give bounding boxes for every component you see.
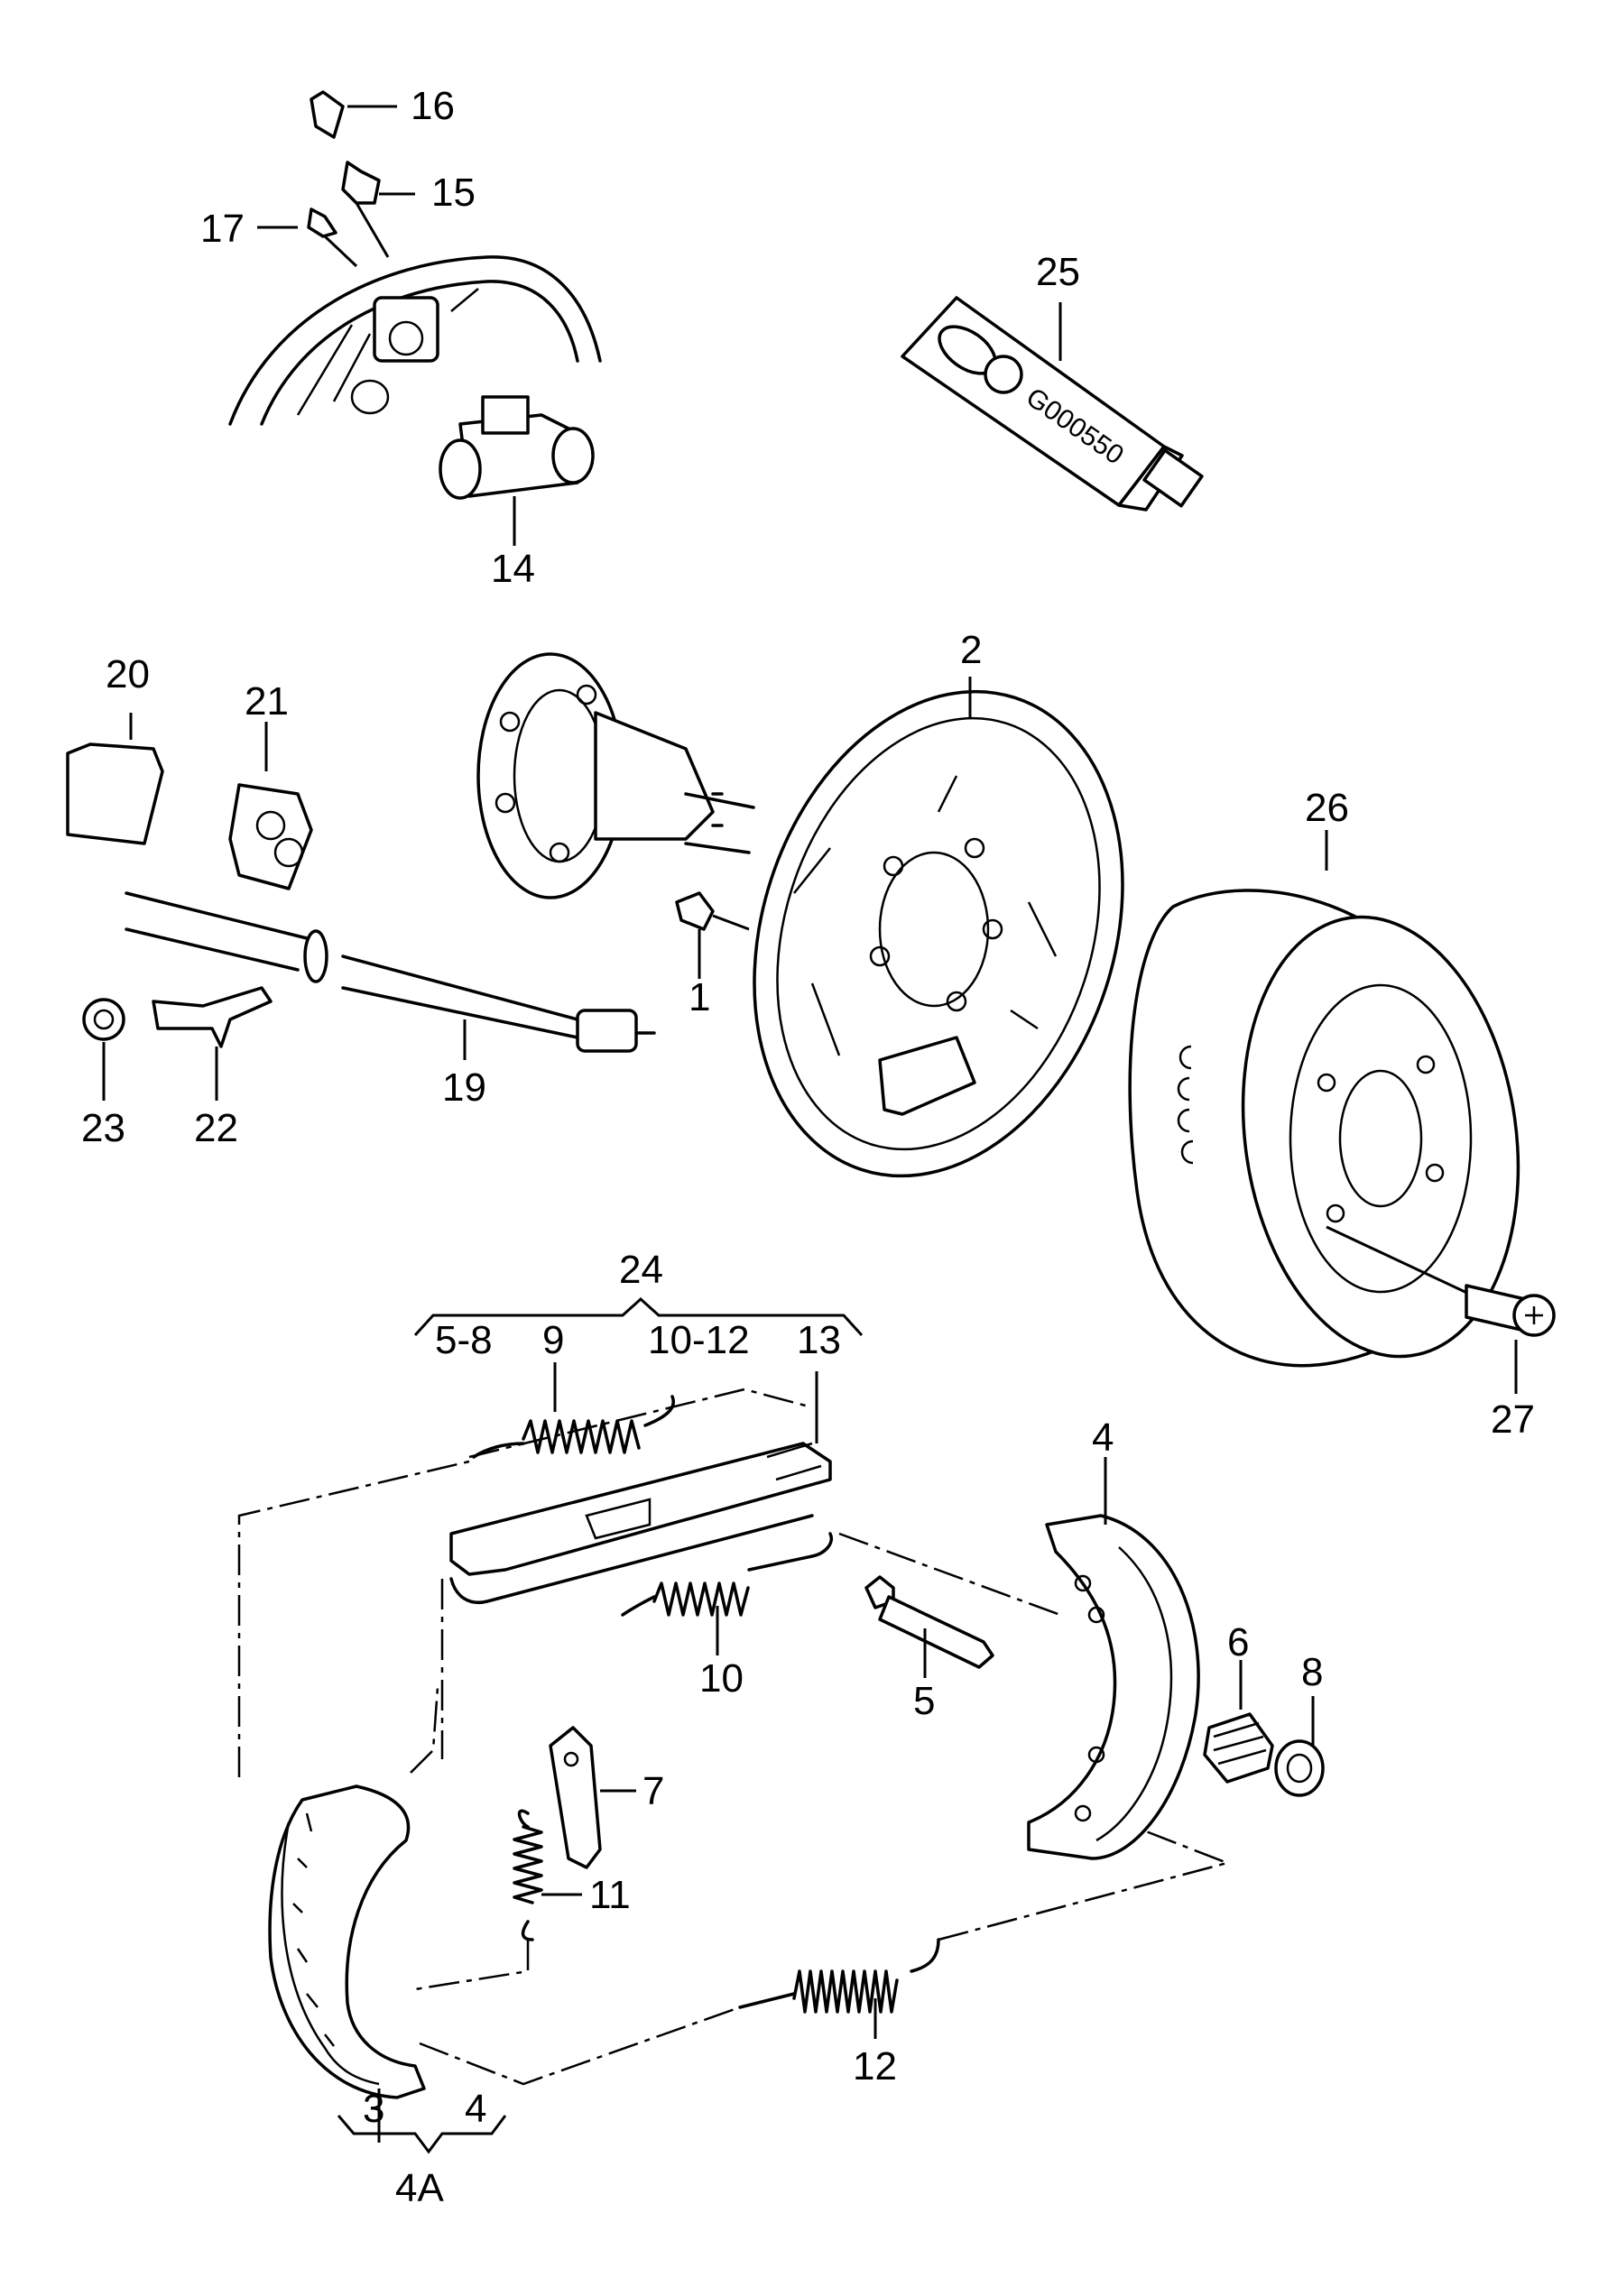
callout-21: 21: [245, 679, 289, 724]
callout-5: 5: [913, 1679, 935, 1723]
kit-24-bracket: [413, 1296, 864, 1337]
callout-20: 20: [106, 652, 150, 696]
brake-drum: [1128, 830, 1520, 1368]
callout-2: 2: [960, 628, 982, 672]
callout-10-12: 10-12: [648, 1318, 750, 1362]
callout-4-right-shoe: 4: [1092, 1415, 1114, 1460]
callout-25: 25: [1036, 250, 1080, 294]
callout-26: 26: [1305, 786, 1349, 830]
callout-27: 27: [1491, 1397, 1535, 1442]
callout-13: 13: [797, 1318, 841, 1362]
brake-shoe-right: [1027, 1457, 1200, 1860]
callout-23: 23: [81, 1106, 125, 1150]
callout-22: 22: [194, 1106, 238, 1150]
drum-screw: [1465, 1284, 1556, 1394]
callout-10: 10: [699, 1656, 744, 1701]
callout-19: 19: [442, 1065, 486, 1110]
grease-tube: G000550: [901, 296, 1204, 512]
callout-4-bottom: 4: [465, 2087, 486, 2131]
callout-15: 15: [431, 171, 476, 215]
callout-4A: 4A: [395, 2166, 444, 2210]
callout-11: 11: [589, 1873, 631, 1917]
spring-11: [513, 1809, 582, 1941]
callout-8: 8: [1301, 1650, 1323, 1694]
spring-10: [621, 1532, 833, 1655]
spring-9: [472, 1362, 675, 1459]
hub-flange: [476, 652, 755, 979]
callout-3: 3: [363, 2087, 384, 2131]
brake-backplate: [753, 677, 1124, 1178]
wheel-cylinder-group: [228, 90, 602, 546]
callout-24: 24: [619, 1248, 663, 1292]
shoe-spring-and-cup: [1203, 1660, 1325, 1797]
callout-16: 16: [411, 84, 455, 128]
callout-17: 17: [200, 207, 245, 251]
assembly-lines: [237, 1388, 1232, 2086]
callout-12: 12: [853, 2044, 897, 2089]
hold-down-pin: [864, 1575, 994, 1678]
cable-and-clips: [66, 713, 656, 1101]
callout-7: 7: [642, 1769, 664, 1813]
callout-14: 14: [491, 547, 535, 591]
callout-5-8: 5-8: [435, 1318, 493, 1362]
adjuster-strut: [449, 1371, 832, 1604]
callout-6: 6: [1227, 1620, 1249, 1664]
callout-9: 9: [542, 1318, 564, 1362]
callout-labels: 16 15 17 25 14 2 20 21 26 1 19 23 22 24 …: [81, 84, 1535, 2210]
parking-lever: [549, 1726, 636, 1869]
kit-4A-bracket: [337, 2115, 507, 2154]
spring-12: [738, 1938, 940, 2039]
brake-shoe-left: [268, 1784, 426, 2143]
callout-1: 1: [689, 975, 710, 1019]
